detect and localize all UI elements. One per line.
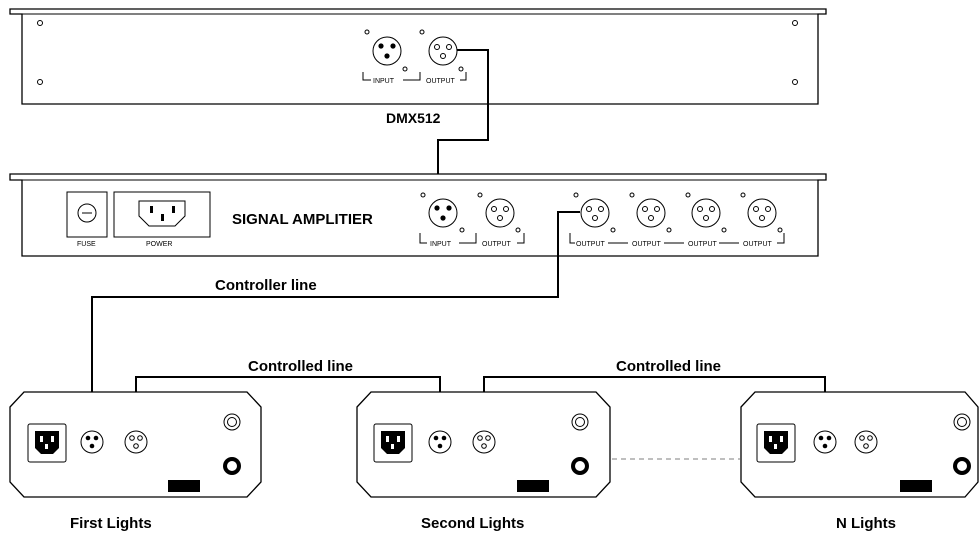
dmx-in-connector-icon[interactable] <box>813 430 837 454</box>
usb-port-icon[interactable] <box>900 480 932 492</box>
power-inlet-icon[interactable] <box>27 423 67 463</box>
controller-input-label: INPUT <box>373 78 395 85</box>
knob-icon[interactable] <box>953 413 971 431</box>
jack-icon[interactable] <box>953 457 971 475</box>
jack-icon[interactable] <box>571 457 589 475</box>
distribution-output-3-label: OUTPUT <box>688 241 718 248</box>
first-lights-label: First Lights <box>70 515 152 532</box>
dmx-out-connector-icon[interactable] <box>472 430 496 454</box>
controlled-line-1-label: Controlled line <box>248 358 353 375</box>
amplifier-input-label: INPUT <box>430 241 452 248</box>
dmx-in-connector-icon[interactable] <box>428 430 452 454</box>
n-light-fixture <box>740 391 979 498</box>
dmx-in-connector-icon[interactable] <box>80 430 104 454</box>
amplifier-output-label: OUTPUT <box>482 241 512 248</box>
controller-input-connector-icon[interactable] <box>364 29 408 72</box>
screw-icon <box>37 79 43 85</box>
screw-icon <box>792 79 798 85</box>
amplifier-input-connector-icon[interactable] <box>420 192 465 233</box>
distribution-output-4-icon[interactable] <box>740 192 783 233</box>
knob-icon[interactable] <box>571 413 589 431</box>
dmx-controller-unit: INPUT OUTPUT <box>9 8 827 105</box>
n-lights-label: N Lights <box>836 515 896 532</box>
distribution-output-1-label: OUTPUT <box>576 241 606 248</box>
jack-icon[interactable] <box>223 457 241 475</box>
dmx512-cable <box>437 49 489 204</box>
second-light-fixture <box>356 391 611 498</box>
dmx-out-connector-icon[interactable] <box>854 430 878 454</box>
amplifier-title: SIGNAL AMPLITIER <box>232 211 373 228</box>
power-inlet-icon[interactable] <box>756 423 796 463</box>
dmx-out-connector-icon[interactable] <box>124 430 148 454</box>
distribution-output-4-label: OUTPUT <box>743 241 773 248</box>
usb-port-icon[interactable] <box>168 480 200 492</box>
fuse-label: FUSE <box>77 241 96 248</box>
dmx512-label: DMX512 <box>386 110 441 126</box>
screw-icon <box>792 20 798 26</box>
distribution-output-2-label: OUTPUT <box>632 241 662 248</box>
amplifier-output-connector-icon[interactable] <box>477 192 521 233</box>
fuse-holder-icon[interactable] <box>66 191 108 238</box>
distribution-output-1-icon[interactable] <box>573 192 616 233</box>
power-inlet-icon[interactable] <box>373 423 413 463</box>
first-light-fixture <box>9 391 262 498</box>
usb-port-icon[interactable] <box>517 480 549 492</box>
knob-icon[interactable] <box>223 413 241 431</box>
controlled-line-2-label: Controlled line <box>616 358 721 375</box>
distribution-output-3-icon[interactable] <box>685 192 727 233</box>
distribution-output-2-icon[interactable] <box>629 192 672 233</box>
controller-output-label: OUTPUT <box>426 78 456 85</box>
signal-amplifier-unit: FUSE POWER SIGNAL AMPLITIER <box>9 173 827 257</box>
controller-line-label: Controller line <box>215 277 317 294</box>
controller-line-cable <box>91 211 580 438</box>
screw-icon <box>37 20 43 26</box>
power-label: POWER <box>146 241 172 248</box>
second-lights-label: Second Lights <box>421 515 524 532</box>
power-socket-icon[interactable] <box>113 191 211 238</box>
controller-output-connector-icon[interactable] <box>419 29 464 72</box>
